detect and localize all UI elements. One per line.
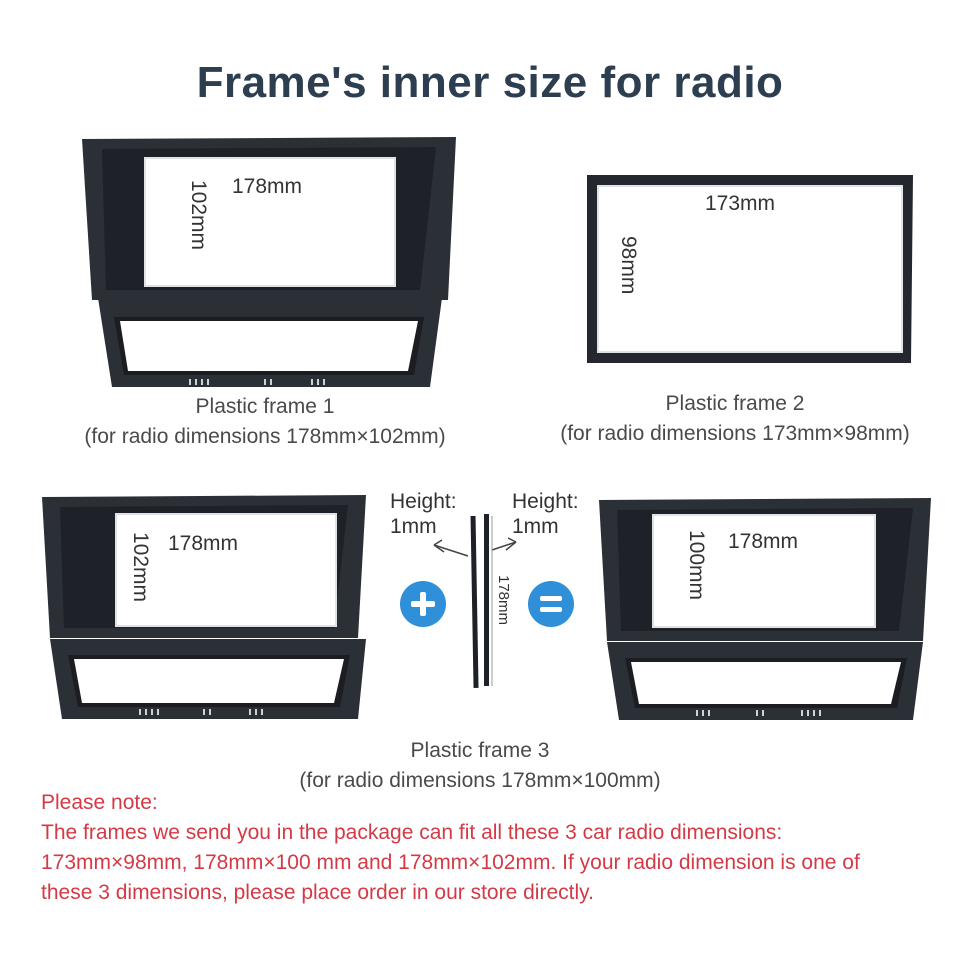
- shim-left-height-note: Height: 1mm: [390, 489, 457, 539]
- frame3-caption: Plastic frame 3 (for radio dimensions 17…: [260, 736, 700, 796]
- plus-icon: [400, 581, 446, 627]
- frame3-result-height-label: 100mm: [685, 530, 708, 601]
- frame2-dimensions: (for radio dimensions 173mm×98mm): [560, 422, 910, 445]
- frame3-dimensions: (for radio dimensions 178mm×100mm): [299, 769, 661, 792]
- note-line: 173mm×98mm, 178mm×100 mm and 178mm×102mm…: [41, 851, 860, 874]
- shim-length-label: 178mm: [495, 575, 512, 626]
- frame2-width-label: 173mm: [705, 192, 776, 215]
- frame2-caption: Plastic frame 2 (for radio dimensions 17…: [530, 389, 940, 449]
- note-block: Please note: The frames we send you in t…: [41, 788, 860, 908]
- frame3-left-width-label: 178mm: [168, 532, 239, 555]
- plastic-frame-2-image: [587, 175, 913, 363]
- frame2-name: Plastic frame 2: [665, 392, 805, 415]
- frame3-result-width-label: 178mm: [728, 530, 799, 553]
- frame1-dimensions: (for radio dimensions 178mm×102mm): [84, 425, 446, 448]
- plastic-frame-1-image: [82, 137, 456, 387]
- plastic-frame-3-left-image: [42, 495, 366, 719]
- note-line: The frames we send you in the package ca…: [41, 821, 783, 844]
- frame1-name: Plastic frame 1: [195, 395, 335, 418]
- note-line: these 3 dimensions, please place order i…: [41, 881, 594, 904]
- shim-strips-image: [433, 514, 517, 689]
- equals-icon: [528, 581, 574, 627]
- shim-left-height-title: Height:: [390, 490, 457, 513]
- frame1-width-label: 178mm: [232, 175, 303, 198]
- page-title: Frame's inner size for radio: [196, 58, 784, 107]
- frame2-height-label: 98mm: [617, 236, 640, 295]
- frame3-left-height-label: 102mm: [129, 532, 152, 603]
- frame3-name: Plastic frame 3: [410, 739, 550, 762]
- shim-left-height-value: 1mm: [390, 515, 437, 538]
- note-heading: Please note:: [41, 791, 158, 814]
- shim-right-height-value: 1mm: [512, 515, 559, 538]
- shim-right-height-title: Height:: [512, 490, 579, 513]
- frame1-caption: Plastic frame 1 (for radio dimensions 17…: [60, 392, 470, 452]
- plastic-frame-3-result-image: [599, 498, 931, 720]
- frame1-height-label: 102mm: [187, 180, 210, 251]
- shim-right-height-note: Height: 1mm: [512, 489, 579, 539]
